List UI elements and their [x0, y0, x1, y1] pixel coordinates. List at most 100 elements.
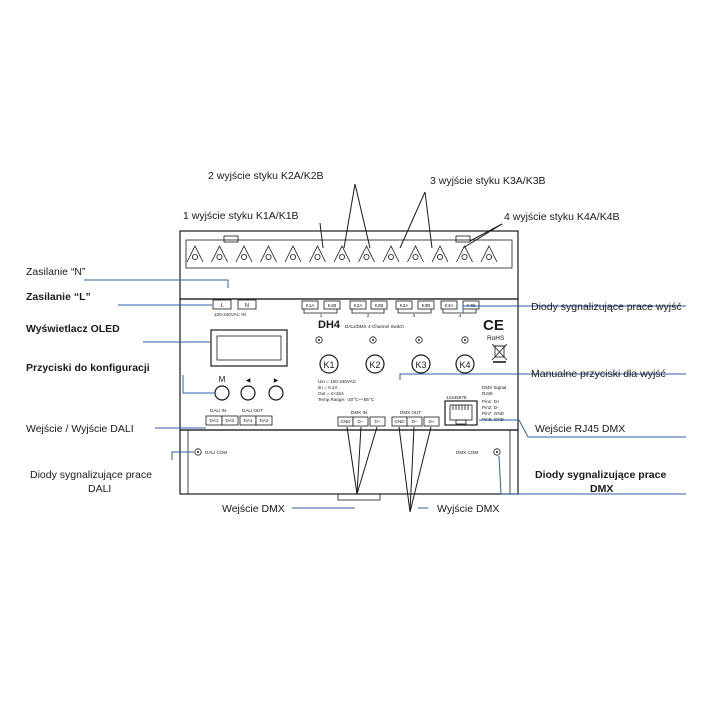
callout-zasilanie-l: Zasilanie “L” — [26, 291, 91, 303]
svg-text:RJ45: RJ45 — [482, 391, 493, 396]
callout-dmx-leds-line2: DMX — [590, 483, 613, 495]
screw-head-icon — [289, 253, 296, 260]
relay-label: K3B — [417, 300, 435, 310]
screw-terminal-icon — [431, 245, 449, 263]
svg-text:Out = 4×16A: Out = 4×16A — [318, 391, 345, 396]
svg-text:K1B: K1B — [328, 303, 337, 308]
screw-head-icon — [387, 253, 394, 260]
dmx-com-label: DMX COM — [456, 450, 478, 455]
svg-text:Pin1: D+: Pin1: D+ — [482, 399, 500, 404]
left-button[interactable] — [240, 385, 256, 401]
dali-terminal-block: DALI IN DALI OUT DA1 DA2 DA1 DA2 — [205, 408, 273, 426]
dali-terminal: DA2 — [260, 418, 269, 423]
leader-lines — [84, 183, 686, 513]
dali-in-label: DALI IN — [210, 408, 226, 413]
device-body — [179, 230, 519, 501]
dmx-terminal: D− — [357, 419, 363, 424]
relay-label: K3A — [395, 300, 413, 310]
svg-text:Pin2: D-: Pin2: D- — [482, 405, 499, 410]
screw-head-icon — [191, 253, 198, 260]
svg-text:Iin = 0.1A: Iin = 0.1A — [318, 385, 338, 390]
btn-left-label: ◀ — [246, 378, 251, 384]
k1-button-label: K1 — [323, 360, 334, 370]
svg-text:Uin = 100-240VAC: Uin = 100-240VAC — [318, 379, 357, 384]
led-k4-icon — [461, 336, 469, 344]
callout-dmx-in: Wejście DMX — [222, 503, 285, 515]
callout-dali-io: Wejście / Wyjście DALI — [26, 423, 134, 435]
ce-mark: CE — [483, 317, 504, 334]
rj45-pinout: DMX Signal RJ45 Pin1: D+ Pin2: D- Pin7: … — [482, 385, 506, 422]
screw-head-icon — [338, 253, 345, 260]
rj45-pin-numbers: 12345678 — [446, 395, 467, 400]
k2-button-label: K2 — [369, 360, 380, 370]
dmx-com-led-icon — [493, 448, 501, 456]
svg-text:Pin7: GND: Pin7: GND — [482, 411, 505, 416]
screw-head-icon — [485, 253, 492, 260]
dmx-in-label: DMX IN — [351, 410, 367, 415]
screw-head-icon — [240, 253, 247, 260]
svg-text:K4A: K4A — [445, 303, 455, 308]
menu-button[interactable] — [214, 385, 230, 401]
k1-button[interactable] — [319, 354, 339, 374]
screw-head-icon — [314, 253, 321, 260]
dmx-terminal: D+ — [428, 419, 434, 424]
relay-label: K2A — [349, 300, 367, 310]
screw-head-icon — [436, 253, 443, 260]
relay-label: K1B — [323, 300, 341, 310]
screw-terminal-icon — [407, 245, 424, 263]
relay-screw-terminals — [186, 245, 498, 263]
screw-terminal-icon — [358, 245, 375, 263]
k3-button-label: K3 — [415, 360, 426, 370]
callout-k1: 1 wyjście styku K1A/K1B — [183, 210, 299, 222]
terminal-l — [212, 299, 232, 310]
callout-labels: 2 wyjście styku K2A/K2B 3 wyjście styku … — [26, 170, 682, 515]
relay-label: K4B — [462, 300, 480, 310]
svg-text:K3A: K3A — [400, 303, 410, 308]
manual-channel-buttons: K1 K2 K3 K4 — [319, 354, 475, 374]
dali-out-label: DALI OUT — [242, 408, 263, 413]
screw-terminal-icon — [333, 245, 351, 263]
oled-display — [210, 329, 288, 367]
power-terminal-block: L N 100-240VAC IN — [212, 299, 257, 317]
relay-label: K2B — [370, 300, 388, 310]
svg-text:Temp Range: -20°C~+55°C: Temp Range: -20°C~+55°C — [318, 397, 375, 402]
callout-zasilanie-n: Zasilanie “N” — [26, 266, 86, 278]
relay-label: K4A — [440, 300, 458, 310]
k3-button[interactable] — [411, 354, 431, 374]
rj45-port[interactable]: 12345678 — [444, 395, 478, 426]
dmx-out-label: DMX OUT — [400, 410, 421, 415]
svg-text:K2B: K2B — [375, 303, 384, 308]
dali-terminal: DA1 — [210, 418, 219, 423]
model-name: DH4 — [318, 319, 341, 331]
spec-text: Uin = 100-240VAC Iin = 0.1A Out = 4×16A … — [318, 379, 375, 402]
screw-terminal-icon — [456, 245, 473, 263]
k4-button[interactable] — [455, 354, 475, 374]
channel-mark: 1 — [320, 313, 323, 318]
right-button[interactable] — [268, 385, 284, 401]
dali-com-label: DALI COM — [205, 450, 227, 455]
screw-terminal-icon — [211, 245, 228, 263]
relay-label: K1A — [301, 300, 319, 310]
svg-text:K1A: K1A — [306, 303, 316, 308]
screw-terminal-icon — [309, 245, 326, 263]
dmx-terminal: GND — [394, 419, 405, 424]
terminal-n-label: N — [245, 303, 249, 309]
k2-button[interactable] — [365, 354, 385, 374]
screw-head-icon — [461, 253, 468, 260]
screw-terminal-icon — [480, 245, 498, 263]
callout-dmx-leds-line1: Diody sygnalizujące prace — [535, 469, 666, 481]
screw-head-icon — [363, 253, 370, 260]
screw-head-icon — [265, 253, 272, 260]
screw-terminal-icon — [186, 245, 204, 263]
output-status-leds — [315, 336, 469, 344]
screw-terminal-icon — [382, 245, 400, 263]
callout-dmx-out: Wyjście DMX — [437, 503, 499, 515]
screw-head-icon — [216, 253, 223, 260]
dmx-terminal-block: DMX IN DMX OUT GND D− D+ GND D− D+ — [337, 410, 440, 427]
callout-dali-leds-line1: Diody sygnalizujące prace — [30, 469, 152, 481]
dali-com-led-icon — [194, 448, 202, 456]
relay-labels: K1A K1B K2A K2B K3A K3B K4A K4B 1 2 3 4 — [301, 300, 480, 318]
dmx-terminal: GND — [340, 419, 351, 424]
rohs-mark: RoHS — [487, 335, 505, 342]
